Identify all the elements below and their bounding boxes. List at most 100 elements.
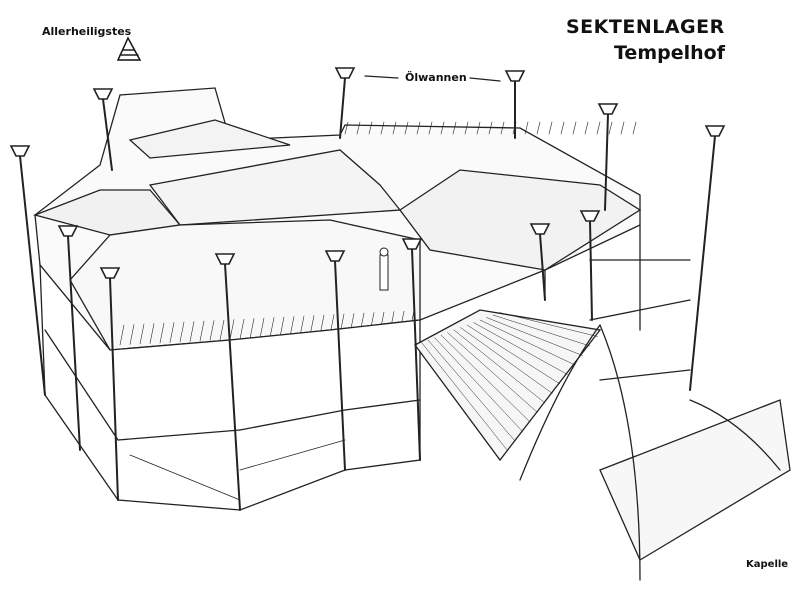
oil-pan-icon [597, 103, 619, 115]
title: SEKTENLAGER [566, 16, 725, 38]
ramp [414, 309, 602, 462]
arch-beam [689, 399, 781, 471]
label-oil-pans: Ölwannen [405, 71, 467, 84]
ramp-plank [466, 324, 561, 385]
back-fence-hatch [344, 121, 349, 135]
pole [102, 98, 113, 171]
arch-beam [519, 324, 601, 481]
back-fence-hatch [368, 121, 373, 135]
back-fence-hatch [380, 121, 385, 135]
fence-hatch [209, 320, 215, 341]
back-fence-hatch [560, 121, 565, 135]
ramp-plank [421, 342, 508, 451]
oil-pan-icon [334, 67, 356, 79]
lower-beam [44, 329, 119, 441]
ramp-plank [434, 337, 523, 432]
pole [604, 113, 609, 211]
ramp-plank [499, 312, 598, 337]
pole [589, 220, 593, 321]
back-fence-hatch [596, 121, 601, 135]
roof-center [148, 149, 402, 226]
person-figure [379, 254, 389, 291]
oil-pan-icon [9, 145, 31, 157]
ramp-plank [492, 314, 591, 347]
fence-hatch [249, 318, 255, 339]
chapel-bridge [599, 399, 791, 561]
oil-pan-icon [214, 253, 236, 265]
label-sanctum: Allerheiligstes [42, 25, 132, 38]
ramp-plank [453, 329, 546, 404]
oil-pan-icon [57, 225, 79, 237]
ramp-plank [479, 319, 576, 366]
ramp-plank [460, 327, 553, 394]
back-fence-hatch [572, 121, 577, 135]
back-fence-hatch [620, 121, 625, 135]
pole [339, 77, 346, 139]
fence-hatch [169, 322, 175, 343]
fence-hatch [139, 323, 145, 345]
oil-pan-icon [529, 223, 551, 235]
back-fence-hatch [416, 121, 421, 135]
oil-pan-icon [704, 125, 726, 137]
back-fence-hatch [632, 121, 637, 135]
back-fence-hatch [584, 121, 589, 135]
fence-hatch [179, 321, 185, 343]
sanctum-roof [128, 119, 291, 159]
back-fence-hatch [356, 121, 361, 135]
lower-beam [239, 409, 346, 431]
fence-hatch [149, 323, 155, 344]
back-fence-hatch [608, 121, 613, 135]
back-fence-hatch [488, 121, 493, 135]
back-fence-hatch [464, 121, 469, 135]
lower-beam [117, 429, 241, 441]
oil-pan-icon [504, 70, 526, 82]
oil-pan-icon [99, 267, 121, 279]
fence-hatch [289, 316, 295, 337]
fence-hatch [239, 318, 245, 340]
pole [539, 233, 546, 301]
cross-brace [239, 439, 346, 471]
roof-right [399, 169, 642, 271]
fence-hatch [269, 317, 275, 338]
ramp-plank [427, 339, 516, 442]
ramp-plank [473, 322, 568, 375]
fence-hatch [119, 324, 125, 346]
fence-hatch [219, 319, 225, 341]
person-head [379, 247, 389, 257]
ramp-plank [486, 317, 583, 356]
subtitle: Tempelhof [614, 42, 725, 64]
lower-beam [344, 399, 421, 411]
fence-hatch [159, 322, 165, 344]
arch-beam [599, 324, 641, 581]
fence-hatch [189, 321, 195, 342]
callout-line [469, 77, 501, 82]
pole [224, 263, 241, 511]
back-fence-hatch [524, 121, 529, 135]
oil-pan-icon [324, 250, 346, 262]
fence-hatch [259, 317, 265, 339]
back-fence-hatch [392, 121, 397, 135]
oil-pan-icon [92, 88, 114, 100]
pole [19, 155, 46, 396]
oil-pan-icon [401, 238, 423, 250]
back-fence-hatch [548, 121, 553, 135]
label-chapel: Kapelle [746, 559, 789, 570]
fence-hatch [199, 320, 205, 342]
ramp-plank [447, 332, 538, 413]
pole [334, 260, 346, 471]
oil-pan-icon [579, 210, 601, 222]
shelf [599, 369, 691, 381]
fence-hatch [279, 316, 285, 338]
shelf [589, 299, 691, 321]
pole [67, 235, 81, 451]
back-fence-hatch [476, 121, 481, 135]
callout-line [364, 75, 399, 79]
fence-hatch [229, 319, 235, 340]
back-fence-hatch [500, 121, 505, 135]
cross-brace [129, 454, 241, 501]
back-fence-hatch [452, 121, 457, 135]
fence-hatch [129, 324, 135, 345]
back-fence-hatch [404, 121, 409, 135]
